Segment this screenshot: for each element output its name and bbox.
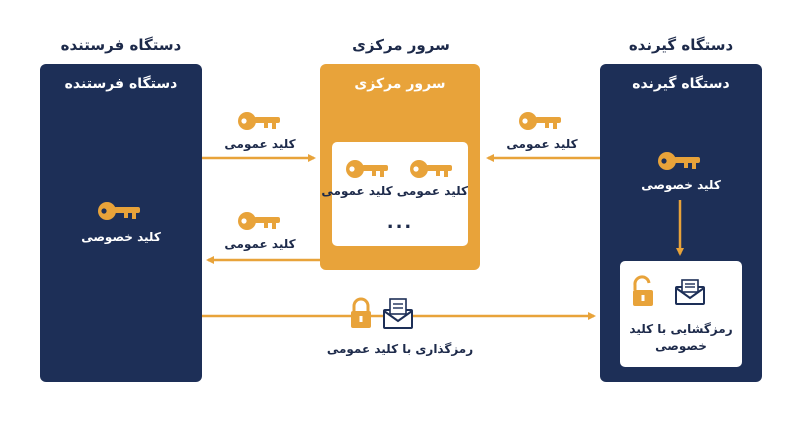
key-icon (658, 152, 700, 170)
key-icon (238, 112, 280, 130)
key-icon (519, 112, 561, 130)
sender-panel-title: دستگاه فرستنده (64, 76, 178, 92)
receiver-private-key-label: کلید خصوصی (641, 178, 721, 192)
receiver-panel-title: دستگاه گیرنده (632, 76, 730, 92)
server-panel-title: سرور مرکزی (354, 76, 446, 92)
padlock-open-icon (633, 275, 653, 306)
padlock-locked-icon (351, 297, 371, 328)
receiver-to-server-label: کلید عمومی (506, 137, 578, 151)
key-icon (98, 202, 140, 220)
sender-column-title: دستگاه فرستنده (60, 36, 182, 54)
key-icon (410, 160, 452, 178)
sender-panel: دستگاه فرستنده کلید خصوصی (40, 64, 202, 382)
more-keys-ellipsis: ... (386, 212, 414, 233)
sender-private-key-label: کلید خصوصی (81, 230, 161, 244)
server-column-title: سرور مرکزی (352, 36, 450, 54)
envelope-icon (675, 279, 705, 305)
sender-to-server-label: کلید عمومی (224, 137, 296, 151)
receiver-column-title: دستگاه گیرنده (628, 36, 734, 54)
server-to-sender-label: کلید عمومی (224, 237, 296, 251)
key-icon (238, 212, 280, 230)
envelope-icon (383, 298, 413, 329)
server-panel: سرور مرکزی کلید عمومی کلید عمومی ... (320, 64, 480, 270)
encrypt-with-public-key-label: رمزگذاری با کلید عمومی (326, 342, 474, 356)
key-icon (346, 160, 388, 178)
decrypt-with-private-key-label: رمزگشایی با کلید خصوصی (629, 322, 733, 353)
server-public-keys-label: کلید عمومی کلید عمومی (321, 184, 468, 198)
decryption-box: رمزگشایی با کلید خصوصی (620, 261, 742, 367)
public-key-store: کلید عمومی کلید عمومی ... (321, 142, 468, 246)
